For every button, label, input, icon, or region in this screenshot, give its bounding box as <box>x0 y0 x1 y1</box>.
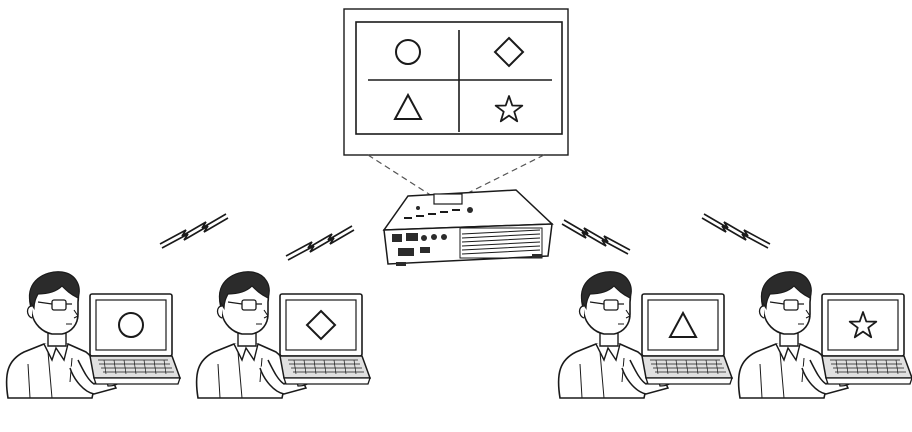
projector-icon <box>382 189 554 266</box>
wireless-signal-icon <box>561 219 631 255</box>
projected-screen <box>343 8 569 156</box>
wireless-signal-icon <box>701 213 771 249</box>
user-with-laptop-icon <box>195 270 371 399</box>
user-with-laptop-icon <box>5 270 181 399</box>
wireless-signal-icon <box>159 213 229 249</box>
wireless-signal-icon <box>285 225 355 261</box>
user-with-laptop-icon <box>737 270 912 399</box>
user-with-laptop-icon <box>557 270 733 399</box>
projection-beam <box>367 154 545 197</box>
